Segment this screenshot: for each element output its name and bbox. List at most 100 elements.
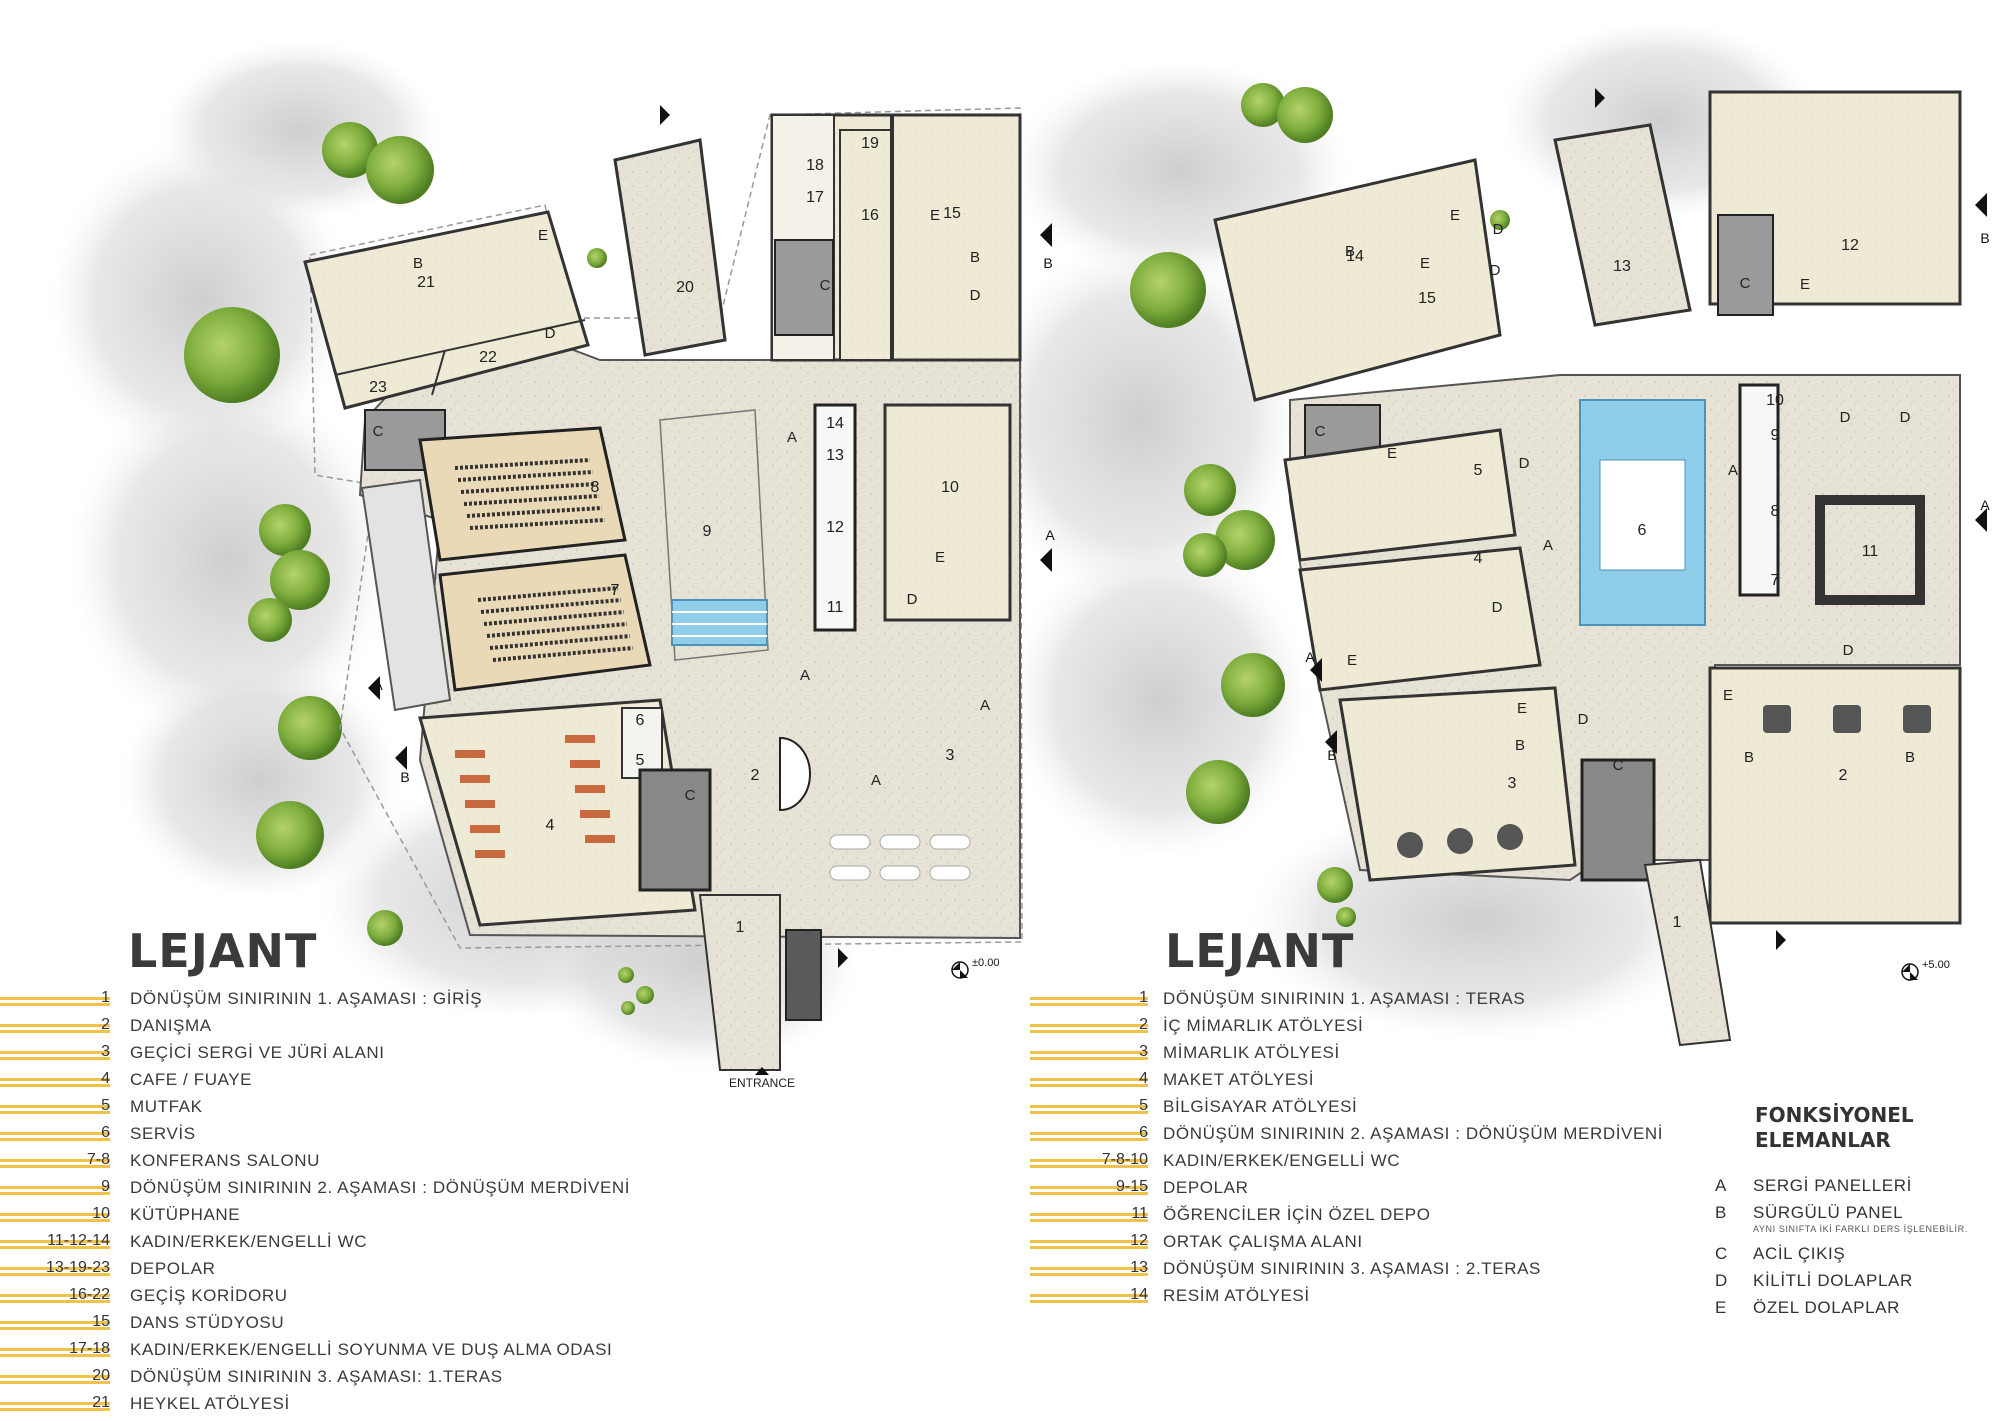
element-letter: D <box>1493 221 1504 238</box>
elevation-label: ±0.00 <box>972 957 999 969</box>
room-label: 3 <box>1508 775 1517 792</box>
section-letter: A <box>1980 497 1990 513</box>
element-letter: A <box>871 772 881 789</box>
legend-number: 3 <box>101 1043 110 1060</box>
legend-text: DÖNÜŞÜM SINIRININ 1. AŞAMASI : TERAS <box>1163 989 1526 1008</box>
element-letter: A <box>980 697 990 714</box>
legend-text: BİLGİSAYAR ATÖLYESİ <box>1163 1097 1358 1116</box>
element-letter: D <box>907 591 918 608</box>
legend-number: 20 <box>92 1367 110 1384</box>
upper-floor-plan <box>1213 90 1962 1047</box>
legend-bar <box>1030 1078 1148 1081</box>
legend-bar <box>0 1294 110 1297</box>
element-letter: E <box>1517 700 1527 717</box>
room-label: 10 <box>941 479 959 496</box>
functional-key: A <box>1715 1176 1727 1195</box>
element-letter: A <box>787 429 797 446</box>
element-letter: E <box>1723 687 1733 704</box>
legend-bar <box>0 1246 110 1249</box>
functional-key: E <box>1715 1298 1727 1317</box>
legend-text: DEPOLAR <box>130 1259 216 1278</box>
element-letter: D <box>970 287 981 304</box>
legend-bar <box>0 1030 110 1033</box>
room-label: 1 <box>736 919 745 936</box>
legend-bar <box>0 1051 110 1054</box>
functional-elements-title: FONKSİYONEL ELEMANLAR <box>1755 1103 1914 1153</box>
legend-number: 11-12-14 <box>47 1232 110 1249</box>
element-letter: B <box>1905 749 1915 766</box>
elevation-label: +5.00 <box>1922 959 1950 971</box>
legend-number: 14 <box>1130 1286 1148 1303</box>
legend-bar <box>1030 1030 1148 1033</box>
section-letter: B <box>400 769 409 785</box>
legend-text: SERVİS <box>130 1124 196 1143</box>
room-label: 10 <box>1766 392 1784 409</box>
element-letter: B <box>413 255 423 272</box>
legend-number: 7-8-10 <box>1101 1151 1148 1168</box>
legend-bar <box>0 1165 110 1168</box>
tree-canopies <box>184 83 1740 1015</box>
element-letter: E <box>935 549 945 566</box>
element-letter: B <box>970 249 980 266</box>
element-letter: E <box>1800 276 1810 293</box>
element-letter: D <box>545 325 556 342</box>
legend-number: 2 <box>1139 1016 1148 1033</box>
room-label: 20 <box>676 279 694 296</box>
legend-bar <box>1030 1213 1148 1216</box>
room-label: 19 <box>861 135 879 152</box>
legend-text: GEÇİŞ KORİDORU <box>130 1286 288 1305</box>
legend-bar <box>1030 997 1148 1000</box>
legend-text: KONFERANS SALONU <box>130 1151 321 1170</box>
legend-bar <box>1030 1159 1148 1162</box>
legend-number: 21 <box>92 1394 110 1411</box>
legend-bar <box>0 1078 110 1081</box>
legend-text: MAKET ATÖLYESİ <box>1163 1070 1315 1089</box>
legend-bar <box>0 1300 110 1303</box>
section-letter: B <box>1327 747 1336 763</box>
legend-bar <box>1030 1273 1148 1276</box>
legend-number: 4 <box>101 1070 110 1087</box>
legend-number: 1 <box>1139 989 1148 1006</box>
legend-bar <box>0 1105 110 1108</box>
legend-text: CAFE / FUAYE <box>130 1070 253 1089</box>
room-labels-left: 1 2 3 4 5 6 7 8 9 10 11 12 13 14 15 16 1… <box>369 135 961 1090</box>
legend-text: DEPOLAR <box>1163 1178 1249 1197</box>
legend-text: ORTAK ÇALIŞMA ALANI <box>1163 1232 1363 1251</box>
functional-title-line: FONKSİYONEL <box>1755 1103 1914 1127</box>
legend-bar <box>0 997 110 1000</box>
room-label: 3 <box>946 747 955 764</box>
legend-title: LEJANT <box>128 924 318 978</box>
section-markers: A A B B A A B B <box>368 88 1990 1075</box>
legend-bar <box>0 1138 110 1141</box>
legend-text: DÖNÜŞÜM SINIRININ 3. AŞAMASI: 1.TERAS <box>130 1367 503 1386</box>
legend-bar <box>0 1159 110 1162</box>
legend-bar <box>1030 1057 1148 1060</box>
legend-bar <box>0 1084 110 1087</box>
legend-bar <box>0 1375 110 1378</box>
functional-key: D <box>1715 1271 1728 1290</box>
legend-text: ÖĞRENCİLER İÇİN ÖZEL DEPO <box>1163 1205 1431 1224</box>
room-label: 23 <box>369 379 387 396</box>
elevation-markers: ±0.00 +5.00 <box>951 957 1950 981</box>
room-label: 4 <box>1474 550 1483 567</box>
legend-bar <box>0 1348 110 1351</box>
element-letter: B <box>1515 737 1525 754</box>
element-letter: B <box>1345 243 1355 260</box>
legend-text: KADIN/ERKEK/ENGELLİ WC <box>1163 1151 1401 1170</box>
legend-bar <box>1030 1003 1148 1006</box>
room-label: 4 <box>546 817 555 834</box>
legend-text: DANIŞMA <box>130 1016 212 1035</box>
legend-bar <box>1030 1240 1148 1243</box>
legend-bar <box>0 1192 110 1195</box>
room-labels-right: 1 2 3 4 5 6 7 8 9 10 11 12 13 14 15 <box>1346 237 1878 931</box>
legend-number: 10 <box>92 1205 110 1222</box>
room-label: 2 <box>1839 767 1848 784</box>
section-letter: A <box>1305 649 1315 665</box>
element-letter: E <box>538 227 548 244</box>
room-label: 5 <box>1474 462 1483 479</box>
element-letter: E <box>1450 207 1460 224</box>
legend-bar <box>0 1273 110 1276</box>
